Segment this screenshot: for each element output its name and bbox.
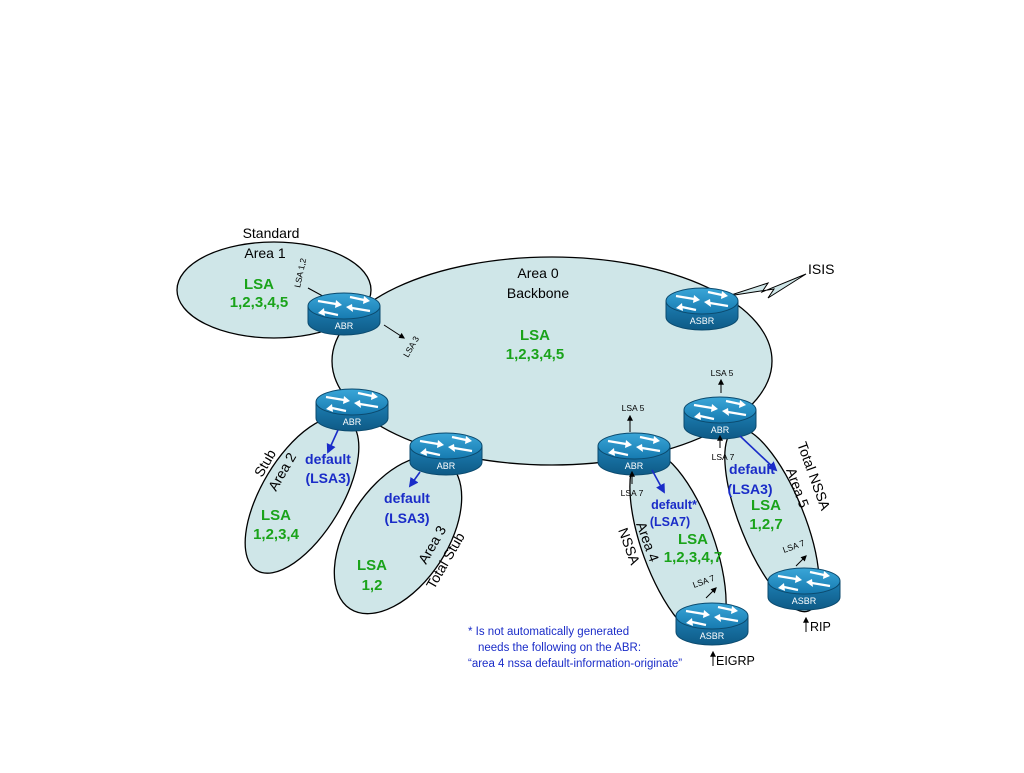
abr-area5-router: ABR (682, 395, 758, 441)
area-5-default-arrow (739, 435, 778, 472)
area-4-default-arrow (651, 469, 665, 494)
area-4-lsa7-abr-label: LSA 7 (621, 488, 644, 498)
area-3-default-line2: (LSA3) (384, 510, 429, 526)
area-5-lsa5-label: LSA 5 (711, 368, 734, 378)
area-5-default-line2: (LSA3) (727, 481, 772, 497)
note-line1: * Is not automatically generated (468, 626, 629, 638)
isis-label: ISIS (808, 261, 834, 277)
asbr-area5-label: ASBR (792, 596, 817, 606)
area-2-default-line1: default (305, 451, 351, 467)
area-3-lsa-list: 1,2 (362, 577, 383, 594)
area-1-type: Standard (243, 225, 300, 241)
asbr-area4-router: ASBR (674, 601, 750, 647)
abr-area5-label: ABR (711, 425, 730, 435)
abr-area1-router: ABR (306, 291, 382, 337)
area-4-lsa5-label: LSA 5 (622, 403, 645, 413)
area-5-lsa-title: LSA (751, 497, 781, 514)
abr-area1-label: ABR (335, 321, 354, 331)
area-5-asbr-lsa7-arrow (795, 555, 807, 567)
abr-area2-router: ABR (314, 387, 390, 433)
area-1-name: Area 1 (244, 245, 285, 261)
area-4-lsa-title: LSA (678, 531, 708, 548)
asbr-backbone-router: ASBR (664, 286, 740, 332)
area-4-asbr-lsa7-arrow (705, 587, 717, 599)
abr-area3-label: ABR (437, 461, 456, 471)
area-0-lsa-title: LSA (520, 327, 550, 344)
area-2-default-arrow (326, 429, 339, 454)
abr-area3-router: ABR (408, 431, 484, 477)
asbr-area5-router: ASBR (766, 566, 842, 612)
rip-label: RIP (810, 620, 831, 634)
area-3-lsa-title: LSA (357, 557, 387, 574)
asbr-area4-label: ASBR (700, 631, 725, 641)
lsa3-arrow (383, 324, 406, 339)
area-3-default-line1: default (384, 490, 430, 506)
abr-area4-label: ABR (625, 461, 644, 471)
area-4-default-line2: (LSA7) (650, 515, 690, 529)
area-2-default-line2: (LSA3) (305, 470, 350, 486)
eigrp-label: EIGRP (716, 654, 755, 668)
area-4-default-line1: default* (651, 498, 697, 512)
area-0-sub: Backbone (507, 285, 569, 301)
area-4-lsa-list: 1,2,3,4,7 (664, 549, 722, 566)
area-0-name: Area 0 (517, 265, 558, 281)
note-line2: needs the following on the ABR: (478, 642, 641, 654)
abr-area4-router: ABR (596, 431, 672, 477)
area-5-lsa7-abr-label: LSA 7 (712, 452, 735, 462)
abr-area2-label: ABR (343, 417, 362, 427)
area-2-lsa-list: 1,2,3,4 (253, 526, 300, 543)
area-1-lsa-title: LSA (244, 276, 274, 293)
area-3-default-arrow (408, 471, 421, 488)
area-0-shape (331, 256, 773, 466)
area-5-lsa-list: 1,2,7 (749, 516, 782, 533)
area-0-lsa-list: 1,2,3,4,5 (506, 346, 564, 363)
note-line3: “area 4 nssa default-information-origina… (468, 658, 682, 670)
area-1-lsa-list: 1,2,3,4,5 (230, 294, 288, 311)
area-5-default-line1: default (729, 461, 775, 477)
isis-link (727, 273, 807, 299)
area-2-lsa-title: LSA (261, 507, 291, 524)
asbr-backbone-label: ASBR (690, 316, 715, 326)
